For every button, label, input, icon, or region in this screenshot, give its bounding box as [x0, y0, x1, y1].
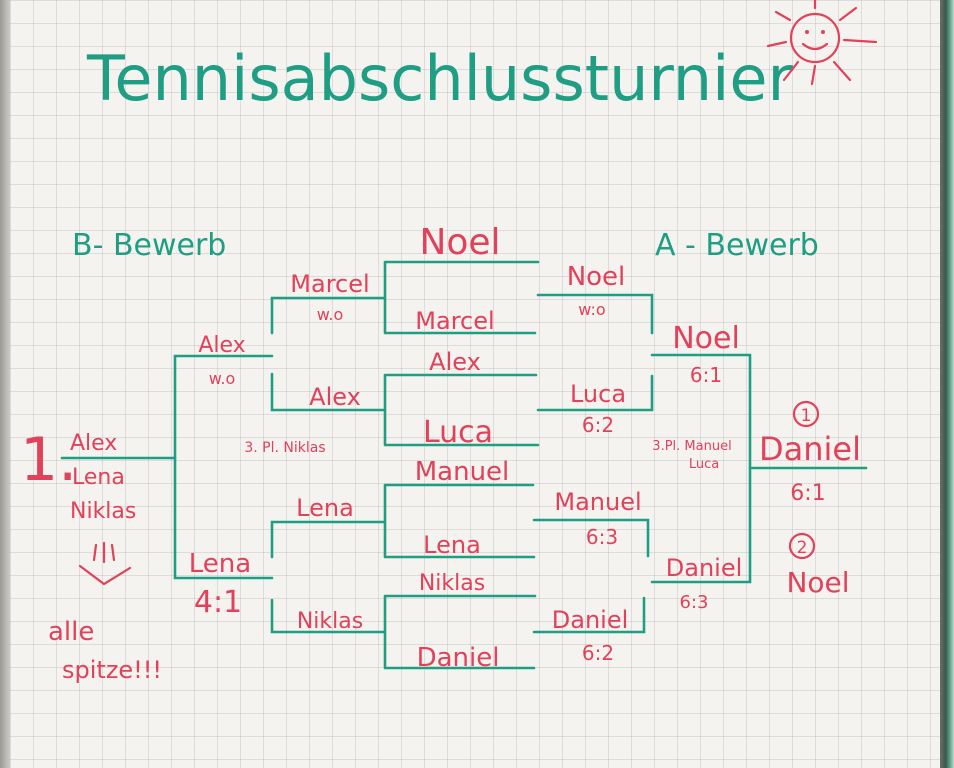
match4-top-player: Niklas — [419, 571, 485, 596]
b-r1-second-winner: Alex — [309, 383, 361, 411]
match2-top-player: Alex — [429, 348, 481, 376]
sun-icon — [766, 0, 878, 86]
b-note-line2: spitze!!! — [62, 656, 162, 684]
match4-bottom-player: Daniel — [417, 643, 500, 673]
a-r1-2-winner: Luca — [570, 380, 626, 408]
b-final-score: 4:1 — [194, 585, 242, 620]
b-semi-top-score: w.o — [209, 369, 236, 388]
board-edge-left — [0, 0, 10, 768]
b-third-place: 3. Pl. Niklas — [244, 440, 325, 456]
b-ranking-2: Lena — [72, 465, 125, 490]
match1-bottom-player: Marcel — [415, 307, 494, 335]
b-bewerb-bracket-lines — [60, 296, 387, 634]
b-ranking-number: 1. — [20, 425, 77, 495]
b-r1-fourth-winner: Niklas — [297, 609, 363, 634]
place-2-name: Noel — [786, 566, 849, 599]
a-r1-3-score: 6:3 — [586, 525, 618, 549]
place-2-circle — [788, 532, 816, 560]
a-r1-3-winner: Manuel — [554, 488, 641, 516]
a-r1-2-score: 6:2 — [582, 413, 614, 437]
flipchart-paper — [10, 0, 940, 768]
page-title: Tennisabschlussturnier — [86, 42, 793, 115]
place-1-number: 1 — [801, 406, 812, 426]
a-semi-bottom-winner: Daniel — [666, 554, 743, 582]
a-bewerb-label: A - Bewerb — [655, 228, 819, 263]
b-note-line1: alle — [48, 617, 94, 647]
arrow-down-icon — [78, 541, 132, 586]
a-third-place-line1: 3.Pl. Manuel — [652, 439, 731, 454]
a-bewerb-bracket-lines — [532, 293, 868, 634]
match3-bottom-player: Lena — [423, 531, 481, 559]
a-semi-top-winner: Noel — [672, 321, 740, 356]
board-edge-right — [940, 0, 954, 768]
a-semi-bottom-score: 6:3 — [680, 592, 709, 613]
a-r1-4-score: 6:2 — [582, 641, 614, 665]
b-bewerb-label: B- Bewerb — [72, 228, 226, 263]
match1-top-player: Noel — [419, 222, 500, 263]
b-r1-third-winner: Lena — [296, 494, 354, 522]
b-semi-bottom-winner: Lena — [189, 549, 251, 579]
b-semi-top-winner: Alex — [198, 333, 245, 358]
place-2-number: 2 — [797, 538, 808, 558]
place-1-circle — [792, 400, 820, 428]
a-r1-1-score: w:o — [578, 300, 605, 319]
a-r1-4-winner: Daniel — [552, 606, 629, 634]
b-r1-top-score: w.o — [317, 305, 344, 324]
b-ranking-1: Alex — [70, 431, 117, 456]
match2-bottom-player: Luca — [423, 415, 493, 450]
a-semi-top-score: 6:1 — [690, 363, 722, 387]
match3-top-player: Manuel — [415, 457, 510, 487]
a-r1-1-winner: Noel — [567, 262, 626, 292]
b-r1-top-winner: Marcel — [290, 270, 369, 298]
b-ranking-3: Niklas — [70, 499, 136, 524]
a-champion: Daniel — [759, 430, 861, 468]
a-third-place-line2: Luca — [689, 457, 719, 472]
a-final-score: 6:1 — [790, 481, 825, 506]
